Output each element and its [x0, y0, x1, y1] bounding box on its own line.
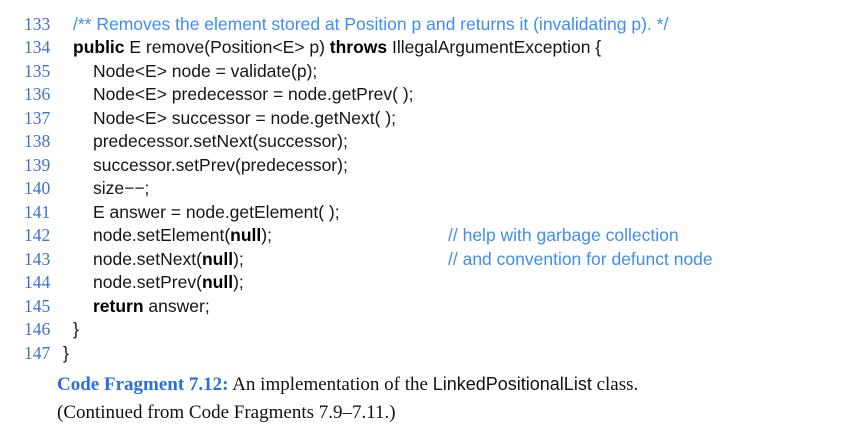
code-text: successor.setPrev(predecessor);	[93, 154, 348, 178]
code-line-144: 144 node.setPrev(null);	[0, 271, 864, 295]
code-plain-segment: node.setElement(	[93, 225, 231, 245]
code-line-147: 147}	[0, 342, 864, 366]
code-plain-segment: Node<E> successor = node.getNext( );	[93, 107, 397, 128]
inline-comment: // and convention for defunct node	[448, 248, 713, 269]
code-line-141: 141 E answer = node.getElement( );	[0, 201, 864, 225]
code-keyword-segment: null	[201, 248, 234, 269]
code-keyword-segment: null	[230, 225, 262, 245]
code-line-140: 140 size−−;	[0, 177, 864, 201]
line-number: 137	[24, 107, 51, 128]
code-plain-segment: predecessor.setNext(successor);	[93, 131, 348, 151]
code-text: predecessor.setNext(successor);	[93, 130, 348, 154]
line-number: 142	[24, 225, 51, 245]
code-plain-segment: E remove(Position<E> p)	[124, 37, 330, 57]
code-line-133: 133 /** Removes the element stored at Pos…	[0, 13, 864, 37]
line-number: 138	[24, 131, 51, 151]
code-text: Node<E> predecessor = node.getPrev( );	[93, 83, 414, 107]
code-keyword-segment: null	[201, 272, 234, 292]
line-number: 147	[24, 342, 51, 363]
caption-label: Code Fragment 7.12:	[57, 374, 229, 395]
code-fragment-listing: 133 /** Removes the element stored at Pos…	[0, 13, 864, 366]
code-plain-segment: answer;	[143, 295, 210, 316]
code-comment-segment: /** Removes the element stored at Positi…	[73, 13, 669, 34]
code-keyword-segment: throws	[329, 37, 388, 57]
code-plain-segment: successor.setPrev(predecessor);	[93, 154, 348, 175]
code-line-134: 134 public E remove(Position<E> p) throws…	[0, 36, 864, 60]
code-plain-segment: );	[233, 248, 244, 269]
line-number: 141	[24, 201, 51, 222]
line-number: 139	[24, 154, 51, 175]
line-number: 134	[24, 37, 51, 57]
line-number: 146	[24, 319, 51, 339]
code-line-136: 136 Node<E> predecessor = node.getPrev( )…	[0, 83, 864, 107]
code-plain-segment: );	[261, 225, 272, 245]
code-plain-segment: node.setNext(	[93, 248, 202, 269]
code-line-146: 146}	[0, 318, 864, 342]
caption-class-name: LinkedPositionalList	[432, 374, 592, 394]
line-number: 133	[24, 13, 51, 34]
line-number: 140	[24, 178, 51, 198]
code-plain-segment: Node<E> predecessor = node.getPrev( );	[93, 84, 414, 104]
code-text: public E remove(Position<E> p) throws Il…	[73, 36, 601, 60]
code-text: /** Removes the element stored at Positi…	[73, 13, 668, 37]
caption-continuation: (Continued from Code Fragments 7.9–7.11.…	[57, 402, 396, 423]
code-text: node.setElement(null);	[93, 224, 272, 248]
code-plain-segment: size−−;	[93, 178, 150, 198]
code-text: node.setPrev(null);	[93, 271, 244, 295]
caption-line-1: Code Fragment 7.12: An implementation of…	[57, 370, 817, 399]
code-plain-segment: Node<E> node = validate(p);	[93, 60, 318, 81]
code-text: node.setNext(null);	[93, 248, 244, 272]
caption-text-before: An implementation of the	[228, 374, 433, 395]
code-text: }	[63, 342, 69, 366]
code-line-137: 137 Node<E> successor = node.getNext( );	[0, 107, 864, 131]
code-text: }	[73, 318, 79, 342]
line-number: 136	[24, 84, 51, 104]
line-number: 145	[24, 295, 51, 316]
code-plain-segment: IllegalArgumentException {	[387, 37, 602, 57]
code-line-145: 145 return answer;	[0, 295, 864, 319]
code-plain-segment: );	[233, 272, 244, 292]
code-plain-segment: E answer = node.getElement( );	[93, 201, 340, 222]
code-keyword-segment: return	[93, 295, 144, 316]
code-line-138: 138 predecessor.setNext(successor);	[0, 130, 864, 154]
code-line-135: 135 Node<E> node = validate(p);	[0, 60, 864, 84]
line-number: 143	[24, 248, 51, 269]
inline-comment: // help with garbage collection	[448, 225, 679, 245]
code-text: Node<E> node = validate(p);	[93, 60, 317, 84]
code-line-143: 143 node.setNext(null); // and convention …	[0, 248, 864, 272]
caption-text-after: class.	[591, 374, 639, 395]
line-number: 135	[24, 60, 51, 81]
caption: Code Fragment 7.12: An implementation of…	[57, 370, 817, 427]
code-plain-segment: }	[73, 319, 79, 339]
line-number: 144	[24, 272, 51, 292]
code-plain-segment: node.setPrev(	[93, 272, 202, 292]
code-plain-segment: }	[63, 342, 69, 363]
code-text: E answer = node.getElement( );	[93, 201, 340, 225]
code-text: return answer;	[93, 295, 210, 319]
code-text: size−−;	[93, 177, 149, 201]
code-text: Node<E> successor = node.getNext( );	[93, 107, 396, 131]
code-line-142: 142 node.setElement(null); // help with ga…	[0, 224, 864, 248]
code-line-139: 139 successor.setPrev(predecessor);	[0, 154, 864, 178]
code-keyword-segment: public	[73, 37, 125, 57]
